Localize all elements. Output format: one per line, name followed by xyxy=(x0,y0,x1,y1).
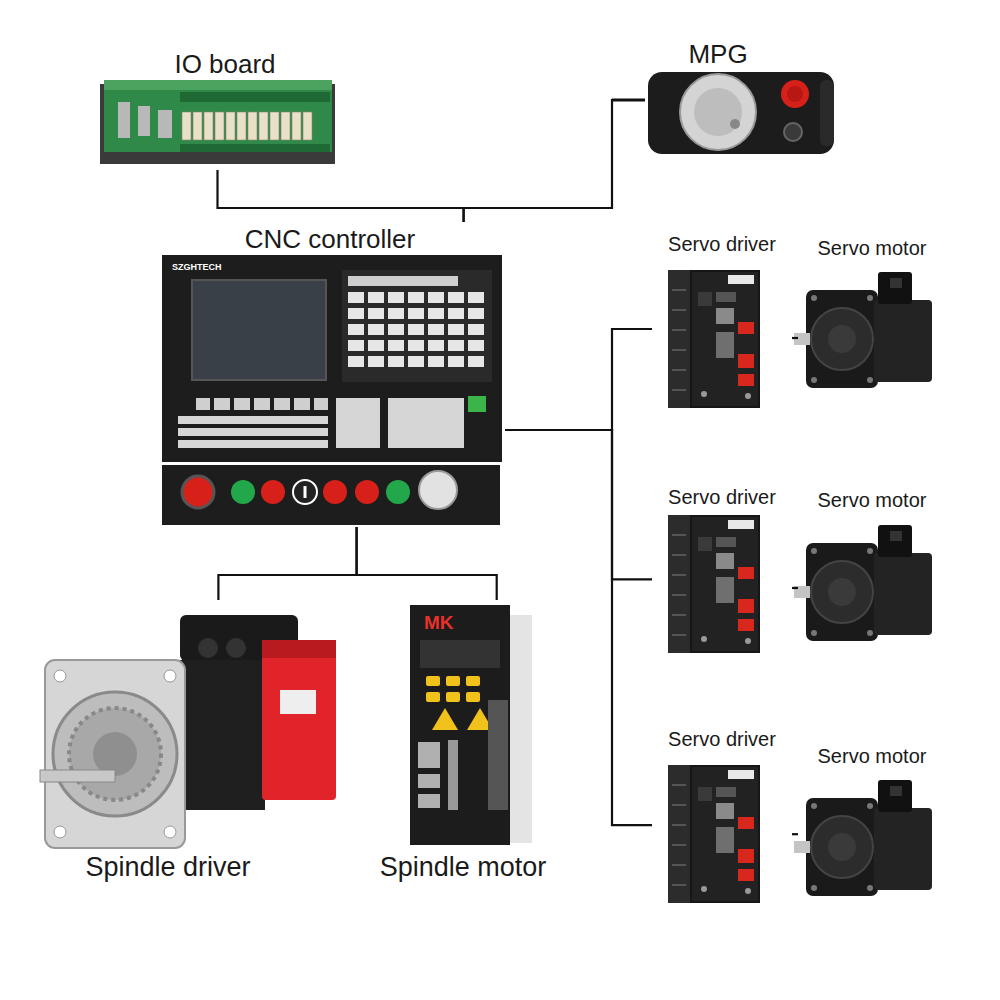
component-node: IO board xyxy=(95,46,340,170)
component-node: Servo driver xyxy=(652,230,792,410)
connector-wire xyxy=(505,430,652,579)
connector-wire xyxy=(505,430,652,825)
component-node: Servo driver xyxy=(652,725,792,907)
component-label: Servo driver xyxy=(668,233,776,256)
component-label: Spindle driver xyxy=(85,852,250,883)
component-node: Spindle motor xyxy=(358,600,565,890)
connector-wire xyxy=(218,170,464,222)
connector-wire xyxy=(464,100,640,222)
component-label: MPG xyxy=(688,40,747,70)
component-node: Servo motor xyxy=(798,486,945,648)
component-label: IO board xyxy=(174,50,275,80)
component-label: Servo motor xyxy=(818,237,927,260)
brand-label: MK xyxy=(424,612,454,634)
component-label: Servo motor xyxy=(818,745,927,768)
component-node: Spindle driver xyxy=(36,600,340,890)
component-node: Servo driver xyxy=(652,483,792,658)
component-label: CNC controller xyxy=(245,225,416,255)
connector-wire xyxy=(792,833,798,835)
connector-wire xyxy=(792,587,798,589)
component-label: Servo driver xyxy=(668,728,776,751)
component-label: Spindle motor xyxy=(380,852,547,883)
connector-wire xyxy=(505,329,652,430)
brand-label: SZGHTECH xyxy=(172,262,222,272)
connector-wire xyxy=(357,527,497,600)
component-node: Servo motor xyxy=(798,234,945,398)
connector-wire xyxy=(218,527,356,600)
component-node: MPG xyxy=(640,36,840,158)
component-label: Servo motor xyxy=(818,489,927,512)
connector-wire xyxy=(792,337,798,339)
component-label: Servo driver xyxy=(668,486,776,509)
component-node: Servo motor xyxy=(798,742,945,908)
